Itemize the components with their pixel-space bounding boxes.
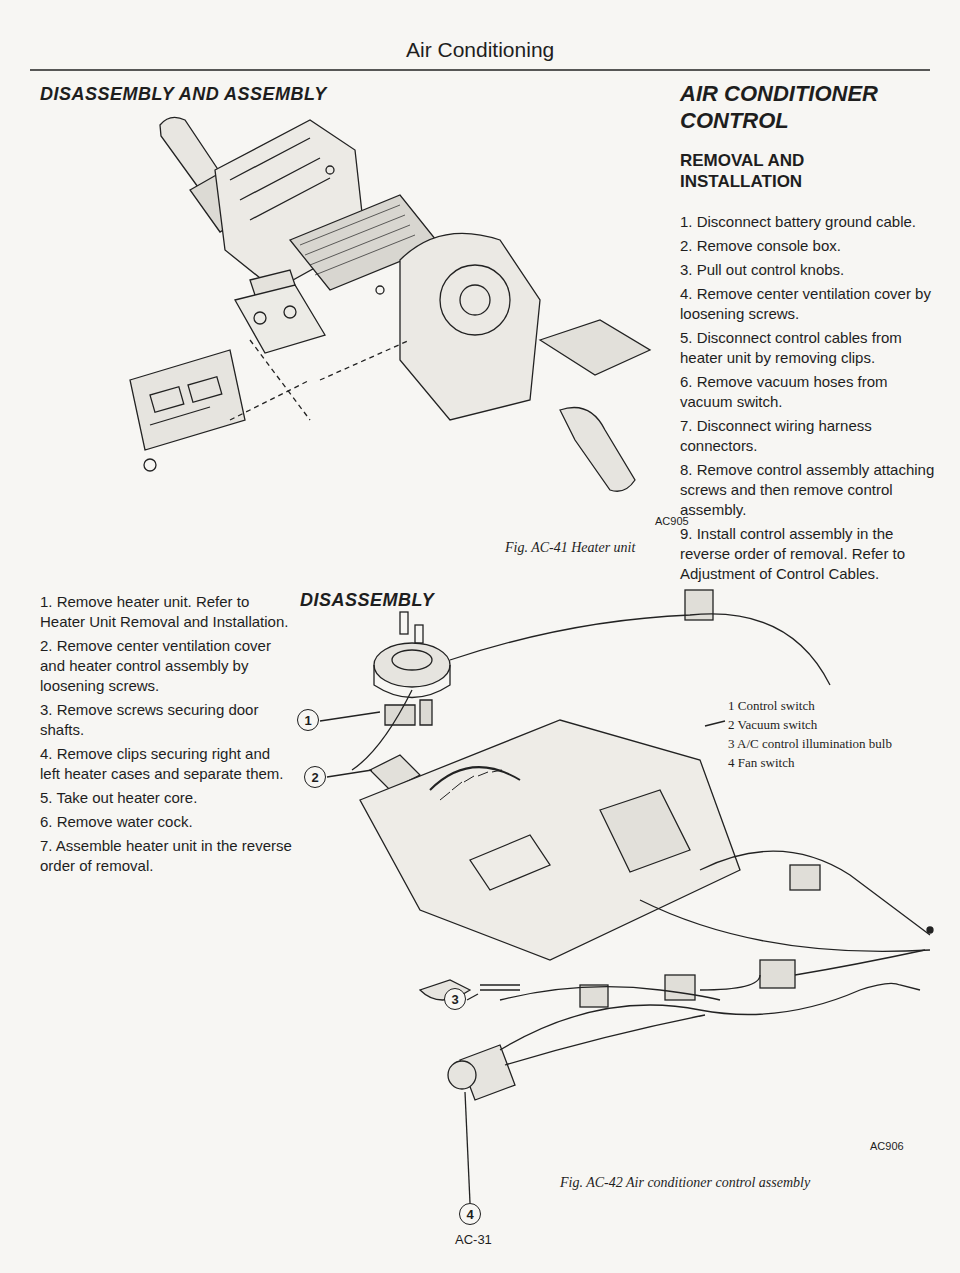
callout-number: 3: [451, 992, 458, 1007]
legend-item: 3 A/C control illumination bulb: [728, 736, 892, 752]
callout-number: 2: [311, 770, 318, 785]
callout-circle: 4: [459, 1203, 481, 1225]
procedure-step: 5. Disconnect control cables from heater…: [680, 328, 935, 368]
legend-item: 2 Vacuum switch: [728, 717, 817, 733]
header-rule: [30, 69, 930, 71]
callout-number: 1: [304, 713, 311, 728]
leader-line: [327, 770, 372, 777]
procedure-step: 6. Remove water cock.: [40, 812, 292, 832]
procedure-step: 2. Remove center ventilation cover and h…: [40, 636, 292, 696]
heater-unit-drawing: [130, 117, 650, 491]
figure-caption: Fig. AC-42 Air conditioner control assem…: [560, 1175, 810, 1191]
procedure-step: 6. Remove vacuum hoses from vacuum switc…: [680, 372, 935, 412]
leader-line: [320, 712, 380, 721]
section-heading: DISASSEMBLY: [300, 590, 434, 611]
callout-circle: 3: [444, 988, 466, 1010]
callout-circle: 2: [304, 766, 326, 788]
leader-line: [467, 994, 478, 1000]
procedure-step: 4. Remove center ventilation cover by lo…: [680, 284, 935, 324]
figure-caption: Fig. AC-41 Heater unit: [505, 540, 635, 556]
procedure-step: 2. Remove console box.: [680, 236, 935, 256]
legend-item: 1 Control switch: [728, 698, 815, 714]
leader-line: [465, 1092, 470, 1203]
procedure-step: 1. Disconnect battery ground cable.: [680, 212, 935, 232]
procedure-step: 4. Remove clips securing right and left …: [40, 744, 292, 784]
legend-item: 4 Fan switch: [728, 755, 794, 771]
section-heading: DISASSEMBLY AND ASSEMBLY: [40, 84, 327, 105]
page-number: AC-31: [455, 1232, 492, 1247]
procedure-step: 3. Remove screws securing door shafts.: [40, 700, 292, 740]
procedure-step: 9. Install control assembly in the rever…: [680, 524, 935, 584]
leader-line: [705, 721, 725, 726]
procedure-step: 7. Disconnect wiring harness connectors.: [680, 416, 935, 456]
callout-circle: 1: [297, 709, 319, 731]
procedure-step: 1. Remove heater unit. Refer to Heater U…: [40, 592, 292, 632]
control-assembly-drawing: [352, 590, 933, 1100]
page-header: Air Conditioning: [406, 38, 554, 62]
section-heading: AIR CONDITIONER CONTROL: [680, 80, 940, 134]
procedure-step: 5. Take out heater core.: [40, 788, 292, 808]
procedure-step: 8. Remove control assembly attaching scr…: [680, 460, 935, 520]
procedure-step: 7. Assemble heater unit in the reverse o…: [40, 836, 292, 876]
callout-number: 4: [466, 1207, 473, 1222]
figure-code: AC906: [870, 1140, 904, 1152]
subsection-heading: REMOVAL AND INSTALLATION: [680, 150, 930, 192]
procedure-step: 3. Pull out control knobs.: [680, 260, 935, 280]
